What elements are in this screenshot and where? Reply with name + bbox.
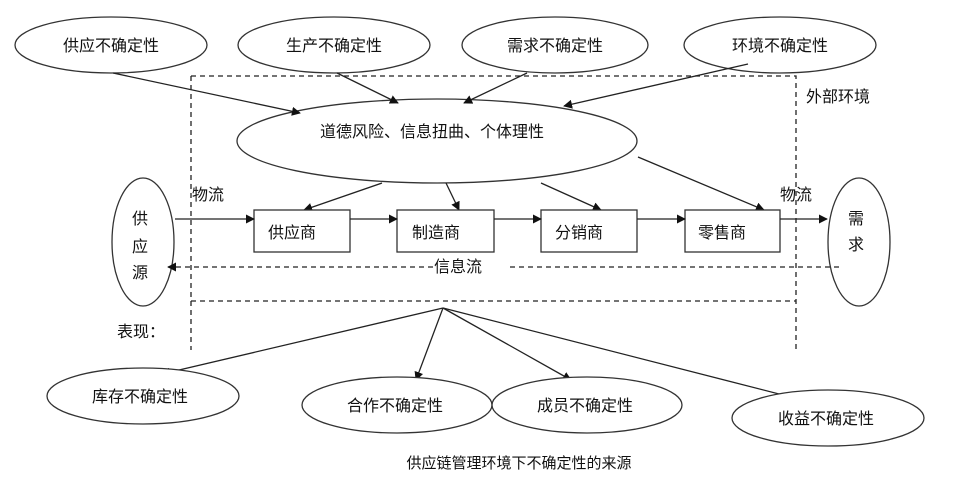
source-arrows: [112, 63, 749, 116]
manifestation-arrows: [161, 307, 827, 409]
manifestation-member-uncertainty: 成员不确定性: [491, 376, 683, 434]
arrow-factor-to-retailer: [637, 156, 765, 212]
supply-source-char: 供: [132, 209, 148, 228]
material-flow-label-left: 物流: [192, 185, 224, 204]
source-production-uncertainty: 生产不确定性: [237, 16, 431, 74]
manifestations-label: 表现：: [117, 322, 165, 341]
arrow-factor-to-distributor: [540, 182, 602, 211]
arrow-to-revenue: [442, 307, 827, 409]
demand-char: 需: [848, 209, 864, 228]
supply-source-char: 应: [132, 237, 148, 256]
source-supply-uncertainty: 供应不确定性: [14, 16, 208, 74]
arrow-environment-to-factor: [563, 63, 749, 109]
chain-node-label: 零售商: [698, 223, 746, 242]
manifestation-revenue-uncertainty: 收益不确定性: [731, 389, 925, 447]
source-label: 供应不确定性: [63, 36, 159, 55]
factor-to-chain-arrows: [303, 156, 765, 212]
manifestation-cooperation-uncertainty: 合作不确定性: [301, 376, 493, 434]
manifestation-label: 收益不确定性: [778, 409, 874, 428]
arrow-factor-to-manufacturer: [445, 182, 460, 211]
central-factor: 道德风险、信息扭曲、个体理性: [236, 98, 638, 184]
external-environment-label: 外部环境: [806, 87, 870, 106]
source-environment-uncertainty: 环境不确定性: [683, 16, 877, 74]
chain-node-supplier: 供应商: [253, 209, 351, 253]
central-factor-label: 道德风险、信息扭曲、个体理性: [320, 122, 544, 141]
demand-char: 求: [848, 235, 864, 254]
endpoint-supply-source: 供 应 源: [111, 177, 175, 307]
arrow-factor-to-supplier: [303, 182, 383, 212]
chain-node-label: 制造商: [412, 223, 460, 242]
chain-node-distributor: 分销商: [540, 209, 638, 253]
chain-node-label: 分销商: [555, 223, 603, 242]
source-demand-uncertainty: 需求不确定性: [461, 16, 649, 74]
arrow-to-member: [442, 307, 572, 381]
chain-node-label: 供应商: [268, 223, 316, 242]
material-flow-label-right: 物流: [780, 185, 812, 204]
chain-node-retailer: 零售商: [684, 209, 781, 253]
endpoint-demand: 需 求: [827, 177, 891, 307]
manifestation-label: 成员不确定性: [537, 396, 633, 415]
arrow-supply-to-factor: [112, 72, 301, 116]
external-environment-boundary: [190, 75, 797, 352]
source-label: 生产不确定性: [286, 36, 382, 55]
chain-node-manufacturer: 制造商: [396, 209, 495, 253]
information-flow: 信息流: [167, 257, 842, 276]
arrow-to-inventory: [161, 307, 444, 377]
arrow-production-to-factor: [336, 72, 399, 104]
source-label: 需求不确定性: [507, 36, 603, 55]
manifestation-label: 合作不确定性: [347, 396, 443, 415]
diagram-caption: 供应链管理环境下不确定性的来源: [406, 454, 631, 472]
arrow-to-cooperation: [414, 307, 444, 381]
manifestation-label: 库存不确定性: [92, 387, 188, 406]
manifestation-inventory-uncertainty: 库存不确定性: [46, 367, 240, 425]
information-flow-label: 信息流: [434, 257, 482, 276]
supply-source-char: 源: [132, 263, 148, 282]
source-label: 环境不确定性: [732, 36, 828, 55]
arrow-demand-to-factor: [463, 72, 528, 104]
